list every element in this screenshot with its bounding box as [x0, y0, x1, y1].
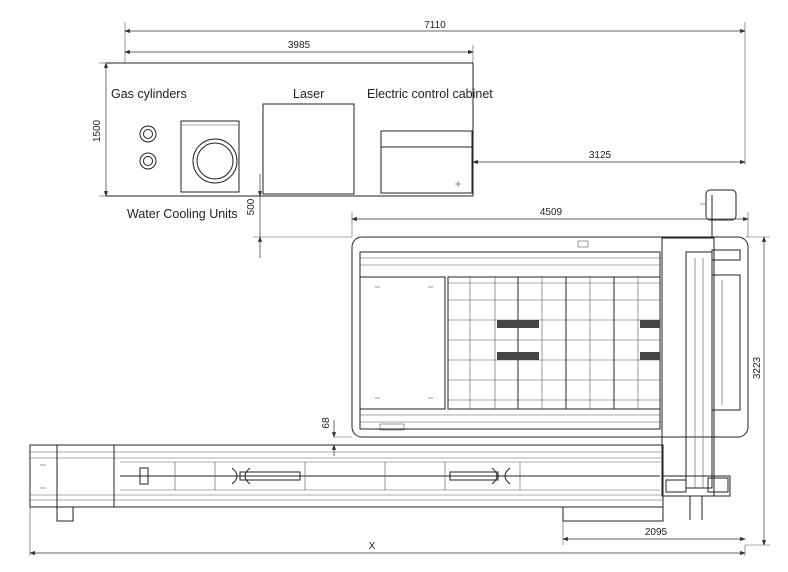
dim-label-3985: 3985: [288, 40, 311, 51]
laser-unit: [262, 103, 355, 195]
dim-label-7110: 7110: [424, 20, 446, 31]
dim-overall-width: 7110: [124, 20, 746, 165]
label-electric-cabinet: Electric control cabinet: [367, 87, 493, 101]
dim-label-2095: 2095: [645, 527, 668, 538]
gas-cylinders: [139, 125, 157, 170]
cutting-machine-bed: [351, 236, 749, 438]
label-gas-cylinders: Gas cylinders: [111, 87, 187, 101]
gantry: [661, 189, 741, 520]
dim-label-x: X: [369, 541, 376, 552]
cutting-grid: [447, 276, 661, 410]
dim-right-2095: 2095: [562, 521, 746, 545]
water-cooling-unit: [180, 120, 240, 193]
exchange-pallet: [359, 276, 446, 410]
label-water-cooling: Water Cooling Units: [127, 207, 238, 221]
dim-gap-500: 500: [246, 174, 352, 258]
loading-conveyor: [29, 444, 664, 522]
dim-x-length: X: [29, 507, 746, 556]
dim-label-3125: 3125: [589, 150, 612, 161]
electric-cabinet: [380, 130, 473, 194]
dim-cabinet-offset: 3125: [472, 150, 746, 165]
dim-label-68: 68: [321, 417, 332, 429]
dim-label-4509: 4509: [540, 207, 563, 218]
dim-label-500: 500: [246, 198, 257, 215]
dim-gap-68: 68: [321, 417, 352, 456]
dim-depth-3223: 3223: [745, 236, 770, 546]
label-laser: Laser: [293, 87, 324, 101]
dim-left-width: 3985: [124, 40, 474, 63]
dim-height-1500: 1500: [92, 62, 109, 197]
dim-label-3223: 3223: [752, 356, 763, 379]
dim-table-width: 4509: [351, 207, 749, 237]
dim-label-1500: 1500: [92, 119, 103, 142]
